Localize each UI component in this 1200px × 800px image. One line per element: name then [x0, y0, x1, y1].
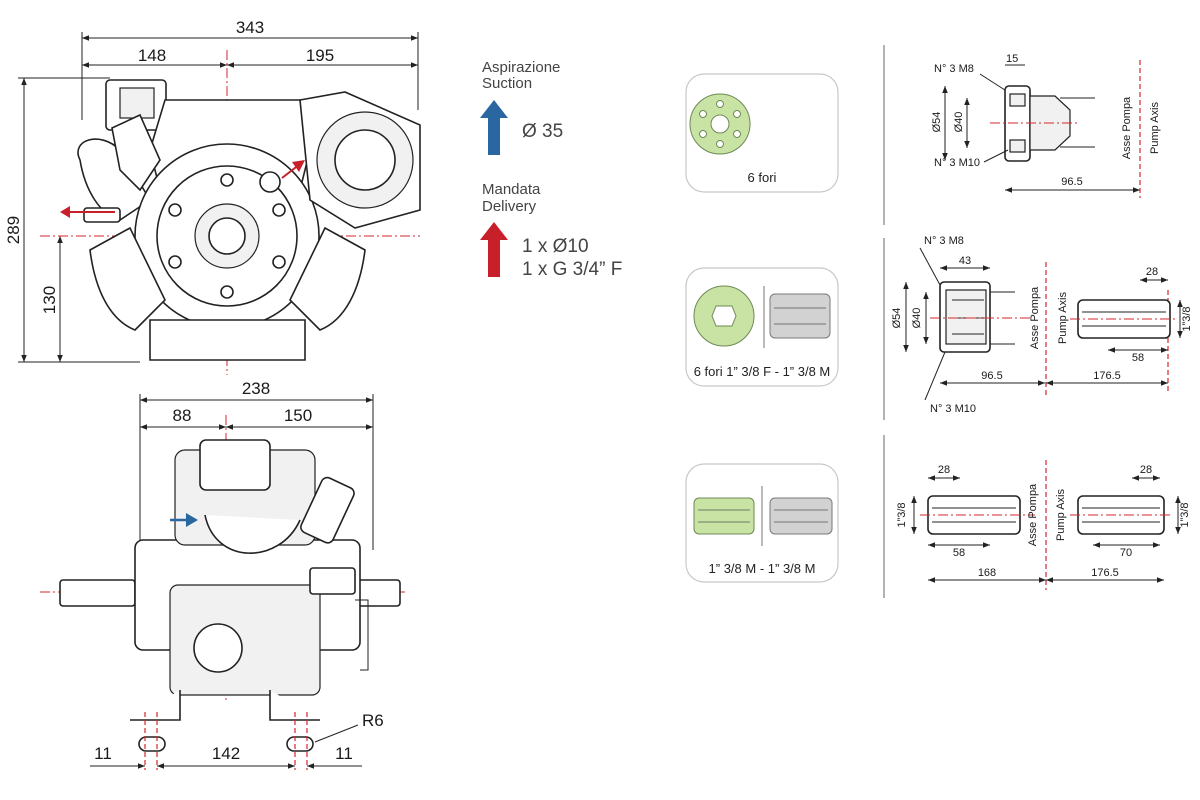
suction-value: Ø 35 — [522, 121, 563, 142]
v1-screws-top: N° 3 M8 — [934, 63, 974, 75]
top-view: 238 88 150 — [40, 379, 405, 770]
delivery-value-2: 1 x G 3/4” F — [522, 259, 622, 280]
v3-left-body: 58 — [953, 547, 965, 559]
flange-bolts — [168, 173, 286, 299]
v1-dia-outer: Ø54 — [931, 112, 943, 133]
v3-dim-axis-left: 168 — [978, 567, 996, 579]
v2-axis-it: Asse Pompa — [1029, 286, 1041, 349]
v2-dim-top: 43 — [959, 255, 971, 267]
v1-dim-axis: 96.5 — [1061, 176, 1082, 188]
v2-dim-axis-left: 96.5 — [981, 370, 1002, 382]
v2-dia-inner: Ø40 — [911, 308, 923, 329]
variant-thumb-1: 6 fori — [685, 73, 839, 193]
v1-axis-it: Asse Pompa — [1121, 96, 1133, 159]
suction-arrow-icon — [480, 100, 508, 155]
pump-front-drawing — [60, 79, 421, 361]
variant-1-caption: 6 fori — [748, 170, 777, 185]
suction-label-it: Aspirazione — [482, 59, 560, 76]
v2-dim-axis-right: 176.5 — [1093, 370, 1121, 382]
dim-front-total-width: 343 — [236, 18, 264, 37]
v2-dia-outer: Ø54 — [891, 308, 903, 329]
v3-right-body: 70 — [1120, 547, 1132, 559]
dim-front-axis-height: 130 — [40, 286, 59, 314]
dim-front-left: 148 — [138, 46, 166, 65]
v2-shaft-len: 28 — [1146, 266, 1158, 278]
v3-left-size: 1”3/8 — [896, 502, 908, 527]
variant-2-detail: N° 3 M8 43 Ø54 Ø40 N° 3 M10 96.5 Asse Po… — [891, 235, 1193, 415]
variant-1-detail: N° 3 M8 15 Ø54 Ø40 N° 3 M10 96.5 Asse Po… — [931, 53, 1161, 198]
dim-top-right: 150 — [284, 406, 312, 425]
pump-top-drawing — [59, 439, 401, 752]
v3-left-len: 28 — [938, 464, 950, 476]
dim-slot-spacing: 142 — [212, 744, 240, 763]
suction-label-en: Suction — [482, 75, 532, 92]
v2-screws-bottom: N° 3 M10 — [930, 403, 976, 415]
v3-right-len: 28 — [1140, 464, 1152, 476]
v2-shaft-size: 1”3/8 — [1181, 306, 1193, 331]
dim-slot-right: 11 — [335, 744, 353, 763]
port-legend: Aspirazione Suction Ø 35 Mandata Deliver… — [480, 59, 622, 280]
variant-3-caption: 1” 3/8 M - 1” 3/8 M — [709, 561, 816, 576]
delivery-label-it: Mandata — [482, 181, 541, 198]
delivery-arrow-icon — [480, 222, 508, 277]
v2-shaft-body: 58 — [1132, 352, 1144, 364]
v1-dim-top: 15 — [1006, 53, 1018, 65]
v1-dia-inner: Ø40 — [953, 112, 965, 133]
variant-3-detail: 28 1”3/8 58 Asse Pompa Pump Axis 28 1”3/… — [896, 460, 1191, 590]
v3-dim-axis-right: 176.5 — [1091, 567, 1119, 579]
dim-front-height: 289 — [4, 216, 23, 244]
variant-thumb-2: 6 fori 1” 3/8 F - 1” 3/8 M — [685, 267, 839, 387]
dim-top-total-width: 238 — [242, 379, 270, 398]
dim-front-right: 195 — [306, 46, 334, 65]
v3-axis-it: Asse Pompa — [1027, 483, 1039, 546]
variant-2-caption: 6 fori 1” 3/8 F - 1” 3/8 M — [694, 364, 831, 379]
v1-screws-bottom: N° 3 M10 — [934, 157, 980, 169]
v1-axis-en: Pump Axis — [1149, 102, 1161, 154]
delivery-value-1: 1 x Ø10 — [522, 236, 589, 257]
variant-thumb-3: 1” 3/8 M - 1” 3/8 M — [685, 463, 839, 583]
v2-axis-en: Pump Axis — [1057, 292, 1069, 344]
front-view: 343 148 195 289 130 — [4, 18, 421, 375]
dim-top-left: 88 — [173, 406, 192, 425]
delivery-label-en: Delivery — [482, 198, 537, 215]
radius-label: R6 — [362, 711, 384, 730]
v3-right-size: 1”3/8 — [1179, 502, 1191, 527]
v2-screws-top: N° 3 M8 — [924, 235, 964, 247]
dim-slot-left: 11 — [94, 744, 112, 763]
v3-axis-en: Pump Axis — [1055, 489, 1067, 541]
